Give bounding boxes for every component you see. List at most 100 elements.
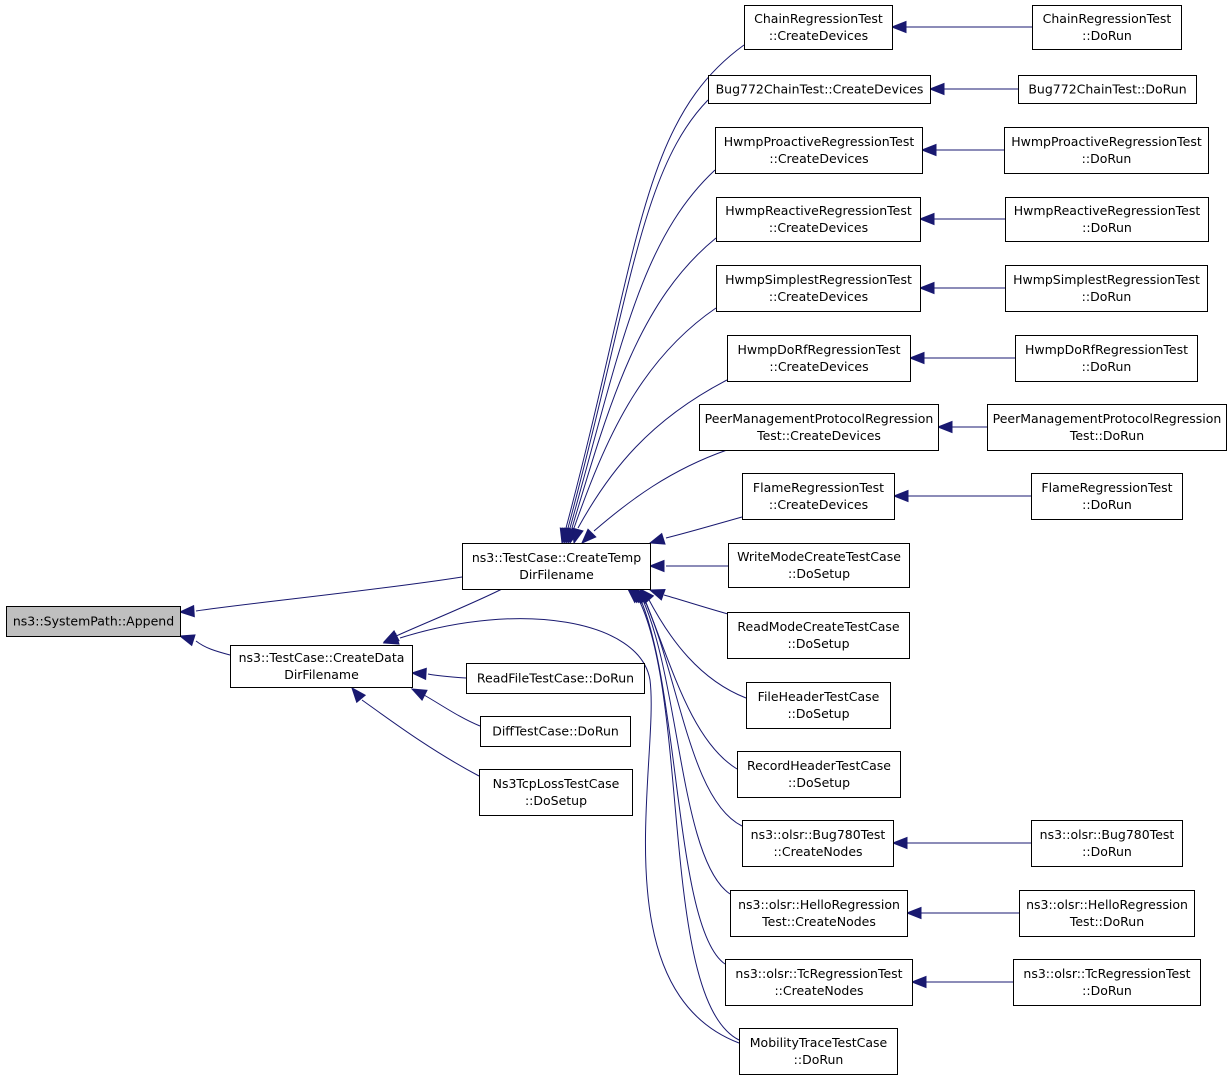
- node-box: [230, 645, 413, 688]
- node-label-line: ::DoRun: [1082, 289, 1132, 304]
- edge-line: [593, 449, 728, 532]
- node-label-line: PeerManagementProtocolRegression: [993, 411, 1222, 426]
- node-label-line: ::DoSetup: [788, 775, 850, 790]
- arrowhead: [410, 667, 427, 681]
- node-bug780_cn[interactable]: ns3::olsr::Bug780Test::CreateNodes: [742, 820, 894, 867]
- edge-line: [643, 597, 743, 827]
- node-label-line: RecordHeaderTestCase: [747, 758, 891, 773]
- edge-mobility-to-data: [382, 618, 740, 1044]
- node-label-line: ns3::olsr::HelloRegression: [1026, 897, 1188, 912]
- edge-line: [399, 618, 740, 1044]
- node-hdorf_run[interactable]: HwmpDoRfRegressionTest::DoRun: [1015, 335, 1198, 382]
- arrowhead: [178, 604, 195, 618]
- node-box: [699, 404, 939, 451]
- node-hpro_cd[interactable]: HwmpProactiveRegressionTest::CreateDevic…: [715, 127, 923, 174]
- edge-flame_run-to-flame_cd: [892, 489, 1031, 503]
- node-box: [742, 820, 894, 867]
- node-fileheader[interactable]: FileHeaderTestCase::DoSetup: [746, 682, 891, 729]
- node-chain_run[interactable]: ChainRegressionTest::DoRun: [1032, 5, 1182, 50]
- node-label-line: ReadFileTestCase::DoRun: [477, 671, 634, 686]
- node-label-line: ::CreateDevices: [769, 359, 868, 374]
- edge-line: [569, 169, 716, 529]
- edge-line: [565, 44, 745, 529]
- node-label-line: ::DoSetup: [525, 793, 587, 808]
- node-tc_run[interactable]: ns3::olsr::TcRegressionTest::DoRun: [1013, 959, 1201, 1006]
- node-readmode[interactable]: ReadModeCreateTestCase::DoSetup: [727, 612, 910, 659]
- node-tcploss[interactable]: Ns3TcpLossTestCase::DoSetup: [479, 769, 633, 816]
- edge-line: [573, 307, 717, 529]
- edge-bug772_run-to-bug772_cd: [928, 82, 1018, 96]
- node-box: [1015, 335, 1198, 382]
- node-readfile[interactable]: ReadFileTestCase::DoRun: [466, 663, 645, 694]
- node-label-line: ::DoRun: [1082, 844, 1132, 859]
- node-hrea_cd[interactable]: HwmpReactiveRegressionTest::CreateDevice…: [716, 197, 921, 242]
- node-hsim_run[interactable]: HwmpSimplestRegressionTest::DoRun: [1005, 265, 1208, 312]
- node-label-line: Ns3TcpLossTestCase: [493, 776, 620, 791]
- edge-hpro_run-to-hpro_cd: [920, 143, 1004, 157]
- node-label-line: ns3::olsr::HelloRegression: [738, 897, 900, 912]
- node-box: [727, 612, 910, 659]
- node-label-line: FlameRegressionTest: [753, 480, 884, 495]
- arrowhead: [918, 281, 935, 295]
- node-label-line: Test::DoRun: [1069, 914, 1144, 929]
- edge-line: [639, 597, 726, 965]
- edge-chain_run-to-chain_cd: [890, 20, 1032, 34]
- node-label-line: ReadModeCreateTestCase: [737, 619, 900, 634]
- node-mobility[interactable]: MobilityTraceTestCase::DoRun: [739, 1028, 898, 1075]
- node-bug772_cd[interactable]: Bug772ChainTest::CreateDevices: [708, 75, 931, 104]
- node-recordheader[interactable]: RecordHeaderTestCase::DoSetup: [737, 751, 901, 798]
- node-label-line: ns3::olsr::TcRegressionTest: [1023, 966, 1190, 981]
- node-box: [742, 473, 895, 520]
- node-hdorf_cd[interactable]: HwmpDoRfRegressionTest::CreateDevices: [727, 335, 911, 382]
- arrowhead: [178, 634, 196, 647]
- node-bug772_run[interactable]: Bug772ChainTest::DoRun: [1018, 75, 1197, 104]
- node-peer_cd[interactable]: PeerManagementProtocolRegressionTest::Cr…: [699, 404, 939, 451]
- node-label-line: ::CreateDevices: [769, 220, 868, 235]
- arrowhead: [910, 975, 927, 989]
- arrowhead: [648, 589, 666, 601]
- node-box: [479, 769, 633, 816]
- node-box: [728, 543, 910, 588]
- edge-line: [663, 594, 729, 615]
- node-box: [1018, 75, 1197, 104]
- node-hsim_cd[interactable]: HwmpSimplestRegressionTest::CreateDevice…: [716, 265, 921, 312]
- node-box: [462, 543, 651, 590]
- node-label-line: ::DoSetup: [787, 636, 849, 651]
- edge-tmp-to-data: [382, 588, 503, 643]
- node-tc_cn[interactable]: ns3::olsr::TcRegressionTest::CreateNodes: [725, 959, 913, 1006]
- node-chain_cd[interactable]: ChainRegressionTest::CreateDevices: [744, 5, 893, 50]
- arrowhead: [908, 351, 925, 365]
- arrowhead: [648, 559, 665, 573]
- node-flame_run[interactable]: FlameRegressionTest::DoRun: [1031, 473, 1183, 520]
- node-label-line: HwmpReactiveRegressionTest: [1014, 203, 1201, 218]
- edge-line: [393, 588, 503, 638]
- arrowhead: [936, 420, 953, 434]
- node-box: [1019, 890, 1195, 937]
- node-difftest[interactable]: DiffTestCase::DoRun: [480, 716, 631, 747]
- node-hpro_run[interactable]: HwmpProactiveRegressionTest::DoRun: [1004, 127, 1209, 174]
- node-peer_run[interactable]: PeerManagementProtocolRegressionTest::Do…: [987, 404, 1227, 451]
- node-flame_cd[interactable]: FlameRegressionTest::CreateDevices: [742, 473, 895, 520]
- node-bug780_run[interactable]: ns3::olsr::Bug780Test::DoRun: [1031, 820, 1183, 867]
- node-label-line: ::CreateDevices: [769, 28, 868, 43]
- node-append[interactable]: ns3::SystemPath::Append: [6, 606, 181, 637]
- node-hrea_run[interactable]: HwmpReactiveRegressionTest::DoRun: [1005, 197, 1209, 242]
- node-writemode[interactable]: WriteModeCreateTestCase::DoSetup: [728, 543, 910, 588]
- nodes-layer: ns3::SystemPath::Appendns3::TestCase::Cr…: [6, 5, 1227, 1075]
- edge-tc_cn-to-tmp: [628, 588, 726, 965]
- node-box: [987, 404, 1227, 451]
- node-label-line: Test::DoRun: [1069, 428, 1144, 443]
- arrowhead: [892, 489, 909, 503]
- edge-data-to-append: [178, 634, 231, 656]
- node-box: [1032, 5, 1182, 50]
- edges-layer: [178, 20, 1032, 1044]
- node-label-line: DirFilename: [284, 667, 359, 682]
- node-hello_cn[interactable]: ns3::olsr::HelloRegressionTest::CreateNo…: [730, 890, 908, 937]
- node-box: [708, 75, 931, 104]
- node-box: [739, 1028, 898, 1075]
- edge-mobility-to-tmp: [626, 588, 740, 1041]
- edge-hdorf_cd-to-tmp: [571, 379, 728, 545]
